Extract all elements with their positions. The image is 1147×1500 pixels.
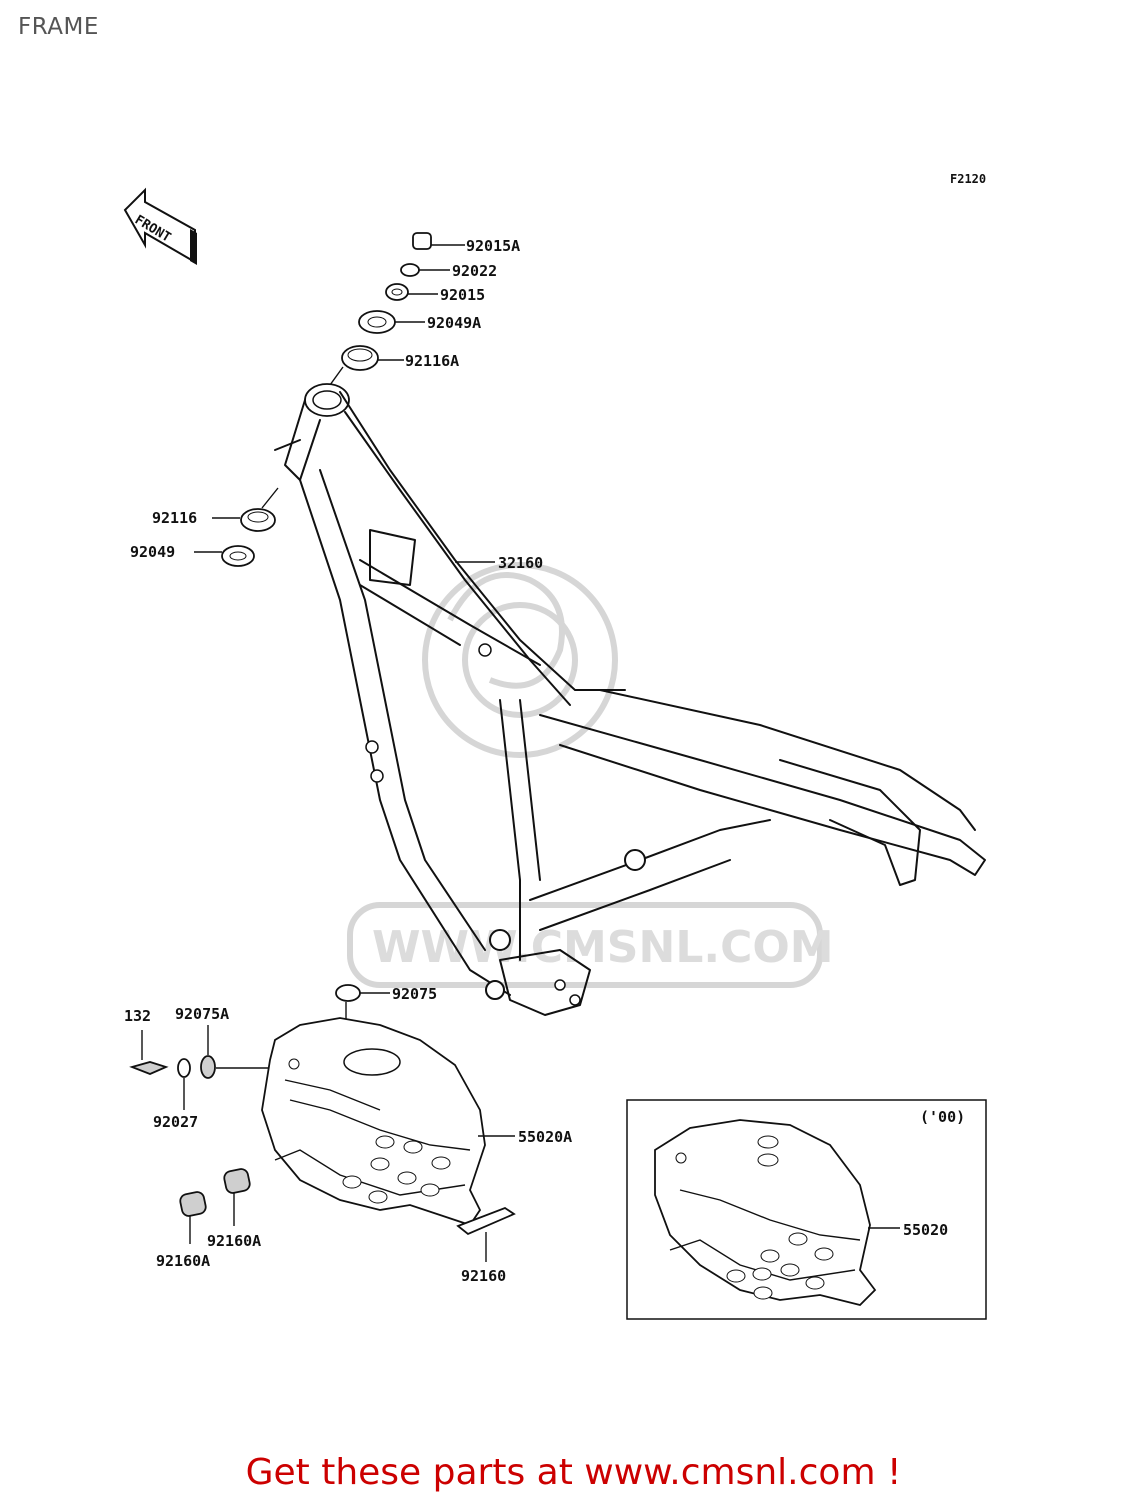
part-label: 92116A xyxy=(405,352,459,370)
part-label: 92160A xyxy=(207,1232,261,1250)
skid-plate-55020a xyxy=(261,1017,515,1227)
part-label: 92116 xyxy=(152,509,197,527)
steering-head-parts xyxy=(329,232,465,386)
watermark-logo: WWW.CMSNL.COM xyxy=(347,562,834,988)
front-arrow-icon: FRONT xyxy=(123,187,197,265)
watermark-text: WWW.CMSNL.COM xyxy=(372,922,834,973)
part-label: 92160A xyxy=(156,1252,210,1270)
part-label: 92075A xyxy=(175,1005,229,1023)
part-label: 55020A xyxy=(518,1128,572,1146)
part-label: 92027 xyxy=(153,1113,198,1131)
skid-plate-fasteners xyxy=(129,1025,275,1110)
part-label: 92160 xyxy=(461,1267,506,1285)
part-label: 132 xyxy=(124,1007,151,1025)
part-label: 32160 xyxy=(498,554,543,572)
part-label: 92015A xyxy=(466,237,520,255)
part-labels: 92015A 92022 92015 92049A 92116A 92116 9… xyxy=(124,237,948,1285)
part-label: 92075 xyxy=(392,985,437,1003)
lower-bearing-parts xyxy=(194,487,279,567)
skid-plate-dampers xyxy=(179,1168,516,1262)
footer-link[interactable]: Get these parts at www.cmsnl.com ! xyxy=(245,1452,902,1493)
part-label: 92049A xyxy=(427,314,481,332)
part-label: 92022 xyxy=(452,262,497,280)
variant-box-00: ('00) xyxy=(626,1099,987,1320)
part-label: 55020 xyxy=(903,1221,948,1239)
part-label: 92015 xyxy=(440,286,485,304)
motorcycle-frame xyxy=(274,383,986,1016)
variant-note: ('00) xyxy=(920,1108,965,1126)
page-title: FRAME xyxy=(18,14,99,40)
diagram-code: F2120 xyxy=(950,172,986,186)
part-label: 92049 xyxy=(130,543,175,561)
